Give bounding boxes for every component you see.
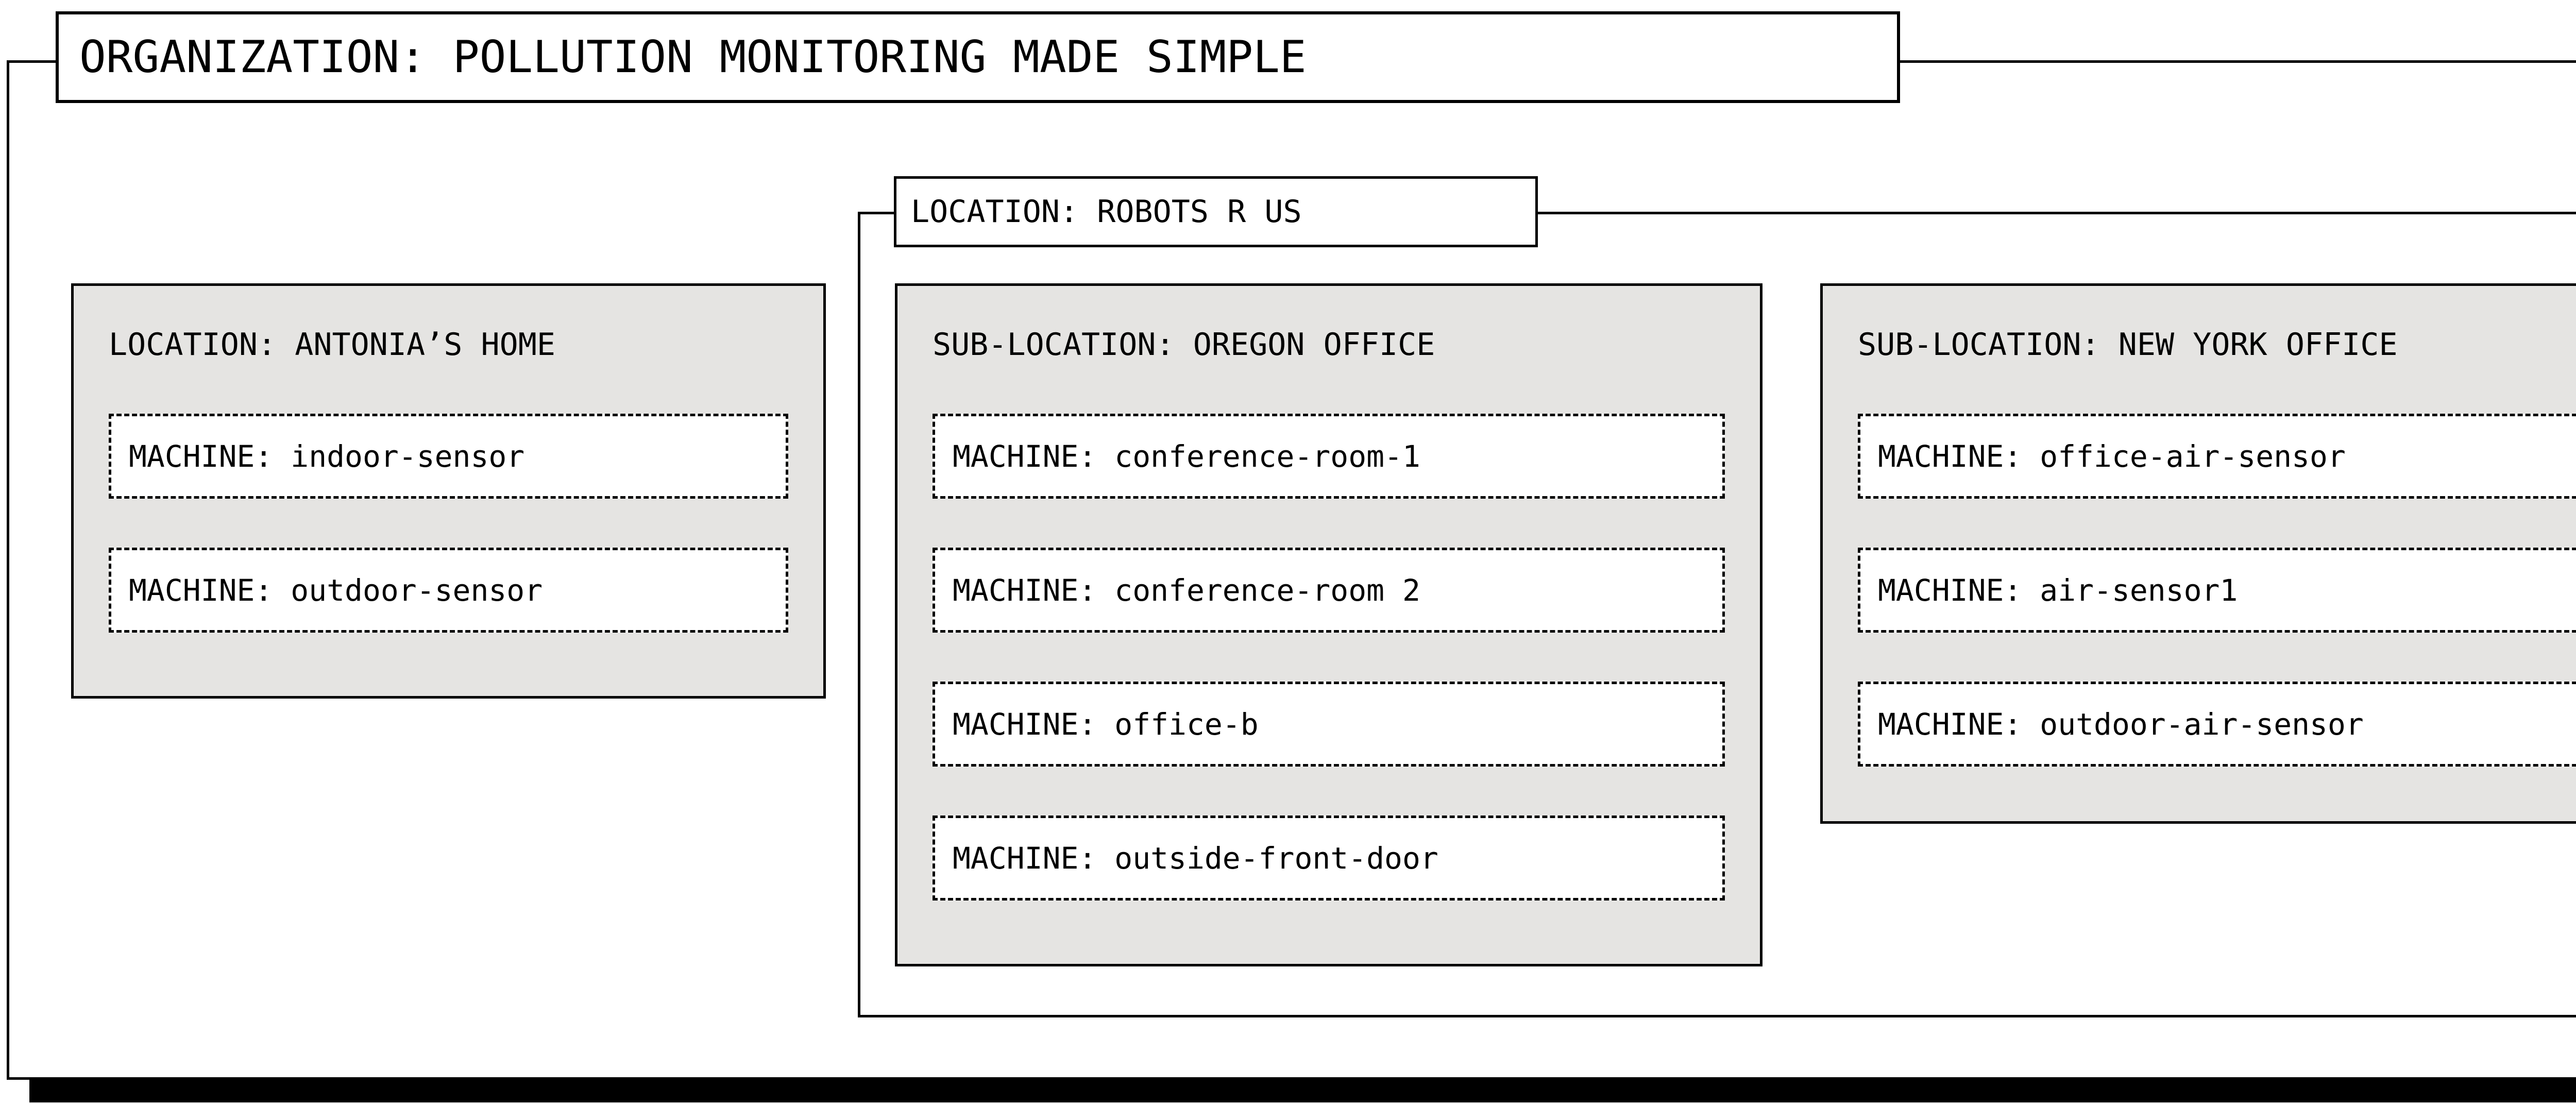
organization-title: ORGANIZATION: POLLUTION MONITORING MADE … (56, 11, 1900, 103)
machine-card[interactable]: MACHINE: conference-room-1 (933, 414, 1725, 499)
machine-card[interactable]: MACHINE: outdoor-air-sensor (1858, 682, 2576, 767)
machine-card[interactable]: MACHINE: outside-front-door (933, 816, 1725, 901)
location-antonias-home-title: LOCATION: ANTONIA’S HOME (109, 327, 555, 363)
sub-location-oregon-office-panel: SUB-LOCATION: OREGON OFFICE MACHINE: con… (895, 283, 1762, 966)
machine-card[interactable]: MACHINE: conference-room 2 (933, 548, 1725, 633)
machine-card[interactable]: MACHINE: office-air-sensor (1858, 414, 2576, 499)
machine-card[interactable]: MACHINE: office-b (933, 682, 1725, 767)
machine-list-new-york-office: MACHINE: office-air-sensor MACHINE: air-… (1858, 414, 2576, 767)
sub-location-new-york-office-panel: SUB-LOCATION: NEW YORK OFFICE MACHINE: o… (1820, 283, 2576, 824)
location-antonias-home-panel: LOCATION: ANTONIA’S HOME MACHINE: indoor… (71, 283, 826, 699)
sub-location-new-york-office-title: SUB-LOCATION: NEW YORK OFFICE (1858, 327, 2398, 363)
machine-card[interactable]: MACHINE: indoor-sensor (109, 414, 788, 499)
location-robots-r-us-title: LOCATION: ROBOTS R US (894, 176, 1538, 247)
machine-list-antonias-home: MACHINE: indoor-sensor MACHINE: outdoor-… (109, 414, 788, 633)
machine-card[interactable]: MACHINE: outdoor-sensor (109, 548, 788, 633)
machine-card[interactable]: MACHINE: air-sensor1 (1858, 548, 2576, 633)
machine-list-oregon-office: MACHINE: conference-room-1 MACHINE: conf… (933, 414, 1725, 901)
sub-location-oregon-office-title: SUB-LOCATION: OREGON OFFICE (933, 327, 1435, 363)
